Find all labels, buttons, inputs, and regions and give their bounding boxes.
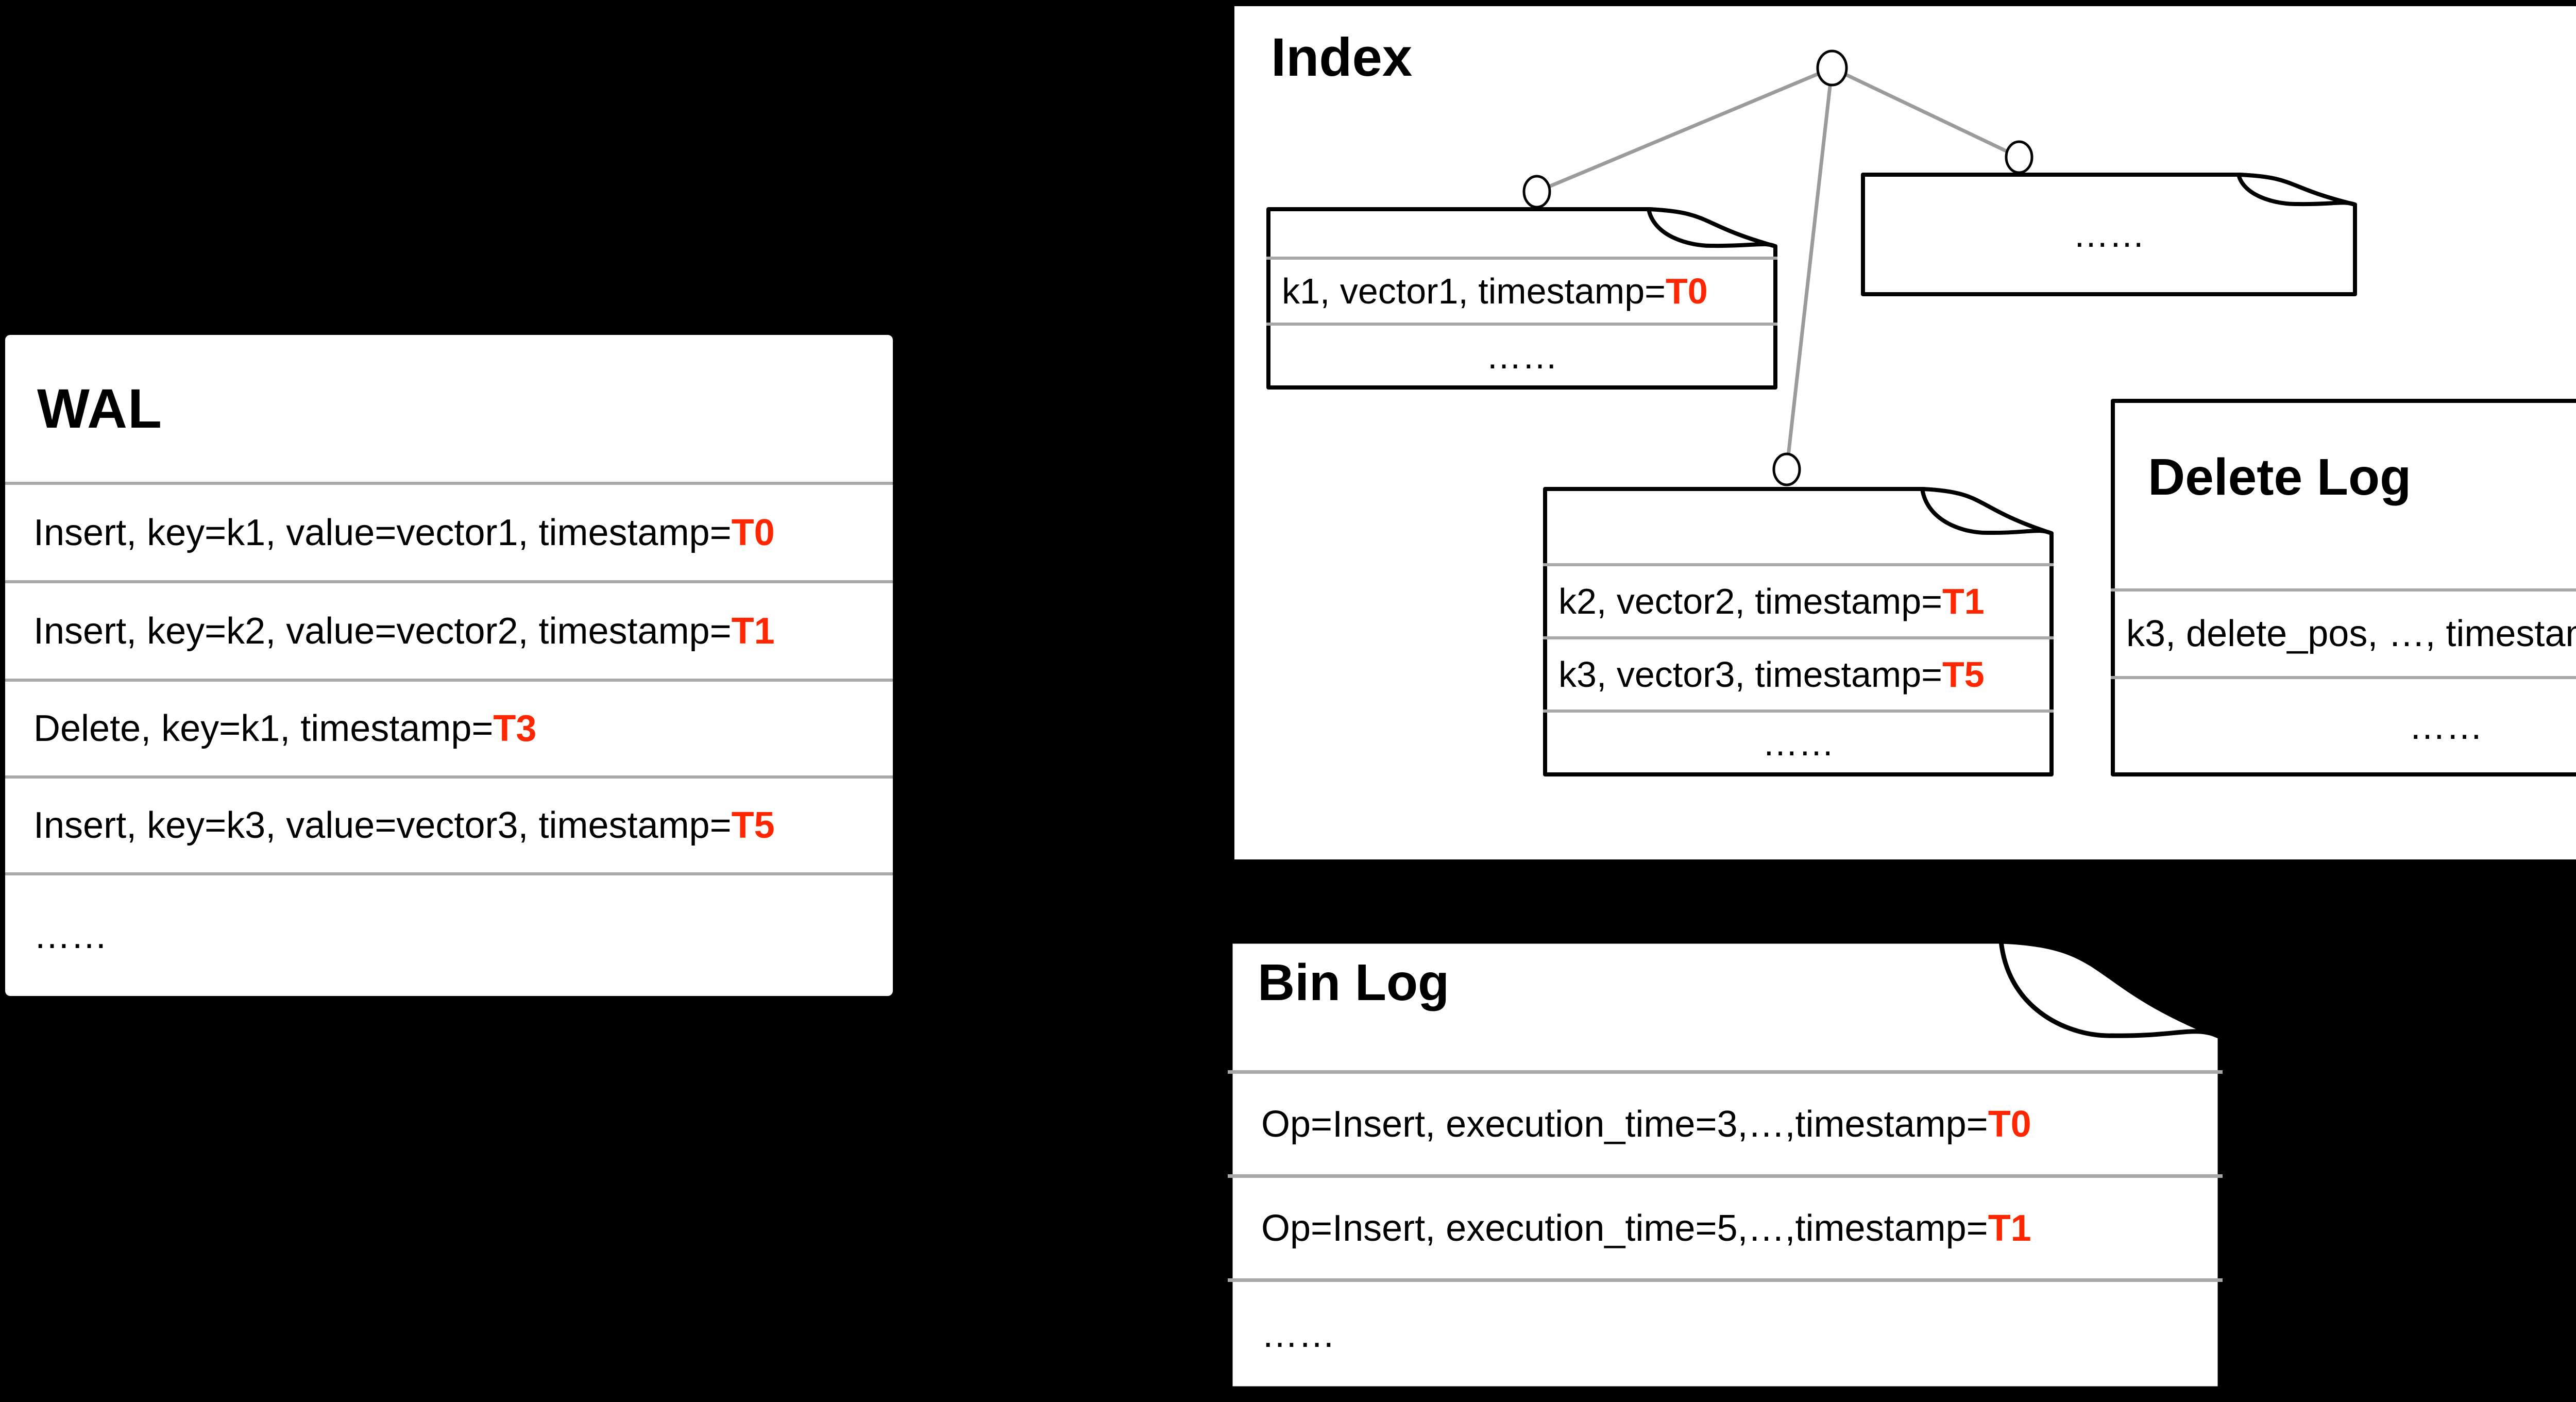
tree-node-middle bbox=[1772, 452, 1801, 486]
wal-row-timestamp: T1 bbox=[731, 610, 775, 652]
index-segment-doc-k1: k1, vector1, timestamp=T0 …… bbox=[1266, 207, 1777, 390]
bin-log-row-timestamp: T1 bbox=[1988, 1207, 2031, 1249]
segment-row: k3, vector3, timestamp=T5 bbox=[1543, 636, 2054, 710]
bin-log-row-timestamp: T0 bbox=[1988, 1103, 2031, 1145]
tree-edge-root-left bbox=[1536, 66, 1833, 194]
delete-log-rows: k3, delete_pos, …, timestamp=T3 …… bbox=[2111, 588, 2576, 773]
segment-rows: k1, vector1, timestamp=T0 …… bbox=[1266, 257, 1777, 386]
page-body bbox=[2111, 399, 2576, 776]
segment-row-ellipsis: …… bbox=[1543, 710, 2054, 773]
bin-log-rows: Op=Insert, execution_time=3,…,timestamp=… bbox=[1228, 1070, 2223, 1387]
delete-log-row-ellipsis: …… bbox=[2111, 676, 2576, 773]
bin-log-row-text: Op=Insert, execution_time=3,…,timestamp= bbox=[1261, 1103, 1988, 1145]
wal-row: Insert, key=k3, value=vector3, timestamp… bbox=[5, 775, 893, 872]
tree-node-root bbox=[1816, 49, 1848, 87]
tree-edge-root-middle bbox=[1785, 67, 1834, 470]
wal-row-text: Delete, key=k1, timestamp= bbox=[33, 708, 494, 749]
tree-node-left bbox=[1522, 175, 1551, 209]
segment-rows: …… bbox=[1861, 176, 2357, 293]
index-title: Index bbox=[1271, 27, 1413, 88]
index-panel: Index k1, vector1, timestamp=T0 …… bbox=[1234, 6, 2576, 859]
segment-row-text: …… bbox=[2073, 214, 2145, 255]
folded-page-shape bbox=[1861, 173, 2357, 296]
segment-row-timestamp: T5 bbox=[1942, 654, 1985, 695]
tree-edge-root-right bbox=[1831, 66, 2020, 159]
page-corner-fold bbox=[1647, 207, 1777, 248]
bin-log-doc: Bin Log Op=Insert, execution_time=3,…,ti… bbox=[1228, 939, 2223, 1391]
segment-row-ellipsis: …… bbox=[1266, 323, 1777, 386]
wal-row: Delete, key=k1, timestamp=T3 bbox=[5, 679, 893, 775]
segment-row: k1, vector1, timestamp=T0 bbox=[1266, 257, 1777, 323]
bin-log-row-text: Op=Insert, execution_time=5,…,timestamp= bbox=[1261, 1207, 1988, 1249]
segment-row-text: …… bbox=[1486, 336, 1558, 376]
wal-row-text: Insert, key=k1, value=vector1, timestamp… bbox=[33, 512, 732, 553]
wal-row-text: Insert, key=k3, value=vector3, timestamp… bbox=[33, 805, 732, 846]
wal-table: WAL Insert, key=k1, value=vector1, times… bbox=[5, 335, 893, 996]
bin-log-title: Bin Log bbox=[1258, 954, 1450, 1011]
page-corner-fold bbox=[1920, 487, 2054, 535]
page-corner-fold bbox=[1998, 939, 2223, 1039]
wal-row-ellipsis: …… bbox=[5, 872, 893, 996]
delete-log-row: k3, delete_pos, …, timestamp=T3 bbox=[2111, 588, 2576, 676]
bin-log-row: Op=Insert, execution_time=5,…,timestamp=… bbox=[1228, 1174, 2223, 1278]
segment-row-ellipsis: …… bbox=[1861, 176, 2357, 293]
folded-page-shape bbox=[1266, 207, 1777, 390]
folded-page-shape bbox=[1228, 939, 2223, 1391]
tree-node-right bbox=[2005, 140, 2033, 174]
folded-page-shape bbox=[1543, 487, 2054, 776]
segment-row-text: …… bbox=[1762, 723, 1835, 763]
index-segment-doc-k2-k3: k2, vector2, timestamp=T1 k3, vector3, t… bbox=[1543, 487, 2054, 776]
wal-row-timestamp: T5 bbox=[731, 805, 775, 846]
wal-row: Insert, key=k1, value=vector1, timestamp… bbox=[5, 482, 893, 580]
bin-log-row-text: …… bbox=[1261, 1314, 1335, 1355]
segment-row-timestamp: T1 bbox=[1942, 581, 1985, 621]
segment-row-text: k3, vector3, timestamp= bbox=[1558, 654, 1943, 695]
wal-row-text: Insert, key=k2, value=vector2, timestamp… bbox=[33, 610, 732, 652]
wal-row-timestamp: T3 bbox=[493, 708, 537, 749]
bin-log-row-ellipsis: …… bbox=[1228, 1278, 2223, 1387]
delete-log-row-text: k3, delete_pos, …, timestamp= bbox=[2126, 613, 2576, 654]
wal-row-timestamp: T0 bbox=[731, 512, 775, 553]
delete-log-doc: Delete Log k3, delete_pos, …, timestamp=… bbox=[2111, 399, 2576, 776]
segment-rows: k2, vector2, timestamp=T1 k3, vector3, t… bbox=[1543, 563, 2054, 773]
wal-row-text: …… bbox=[33, 915, 108, 956]
delete-log-title: Delete Log bbox=[2148, 448, 2412, 506]
segment-row-timestamp: T0 bbox=[1666, 271, 1708, 311]
delete-log-row-text: …… bbox=[2409, 705, 2483, 747]
page-corner-fold bbox=[2236, 173, 2357, 207]
bin-log-row: Op=Insert, execution_time=3,…,timestamp=… bbox=[1228, 1070, 2223, 1174]
segment-row-text: k2, vector2, timestamp= bbox=[1558, 581, 1943, 621]
index-segment-doc-more: …… bbox=[1861, 173, 2357, 296]
folded-page-shape bbox=[2111, 399, 2576, 776]
wal-title: WAL bbox=[37, 377, 162, 440]
segment-row-text: k1, vector1, timestamp= bbox=[1282, 271, 1666, 311]
wal-row: Insert, key=k2, value=vector2, timestamp… bbox=[5, 580, 893, 679]
segment-row: k2, vector2, timestamp=T1 bbox=[1543, 563, 2054, 636]
